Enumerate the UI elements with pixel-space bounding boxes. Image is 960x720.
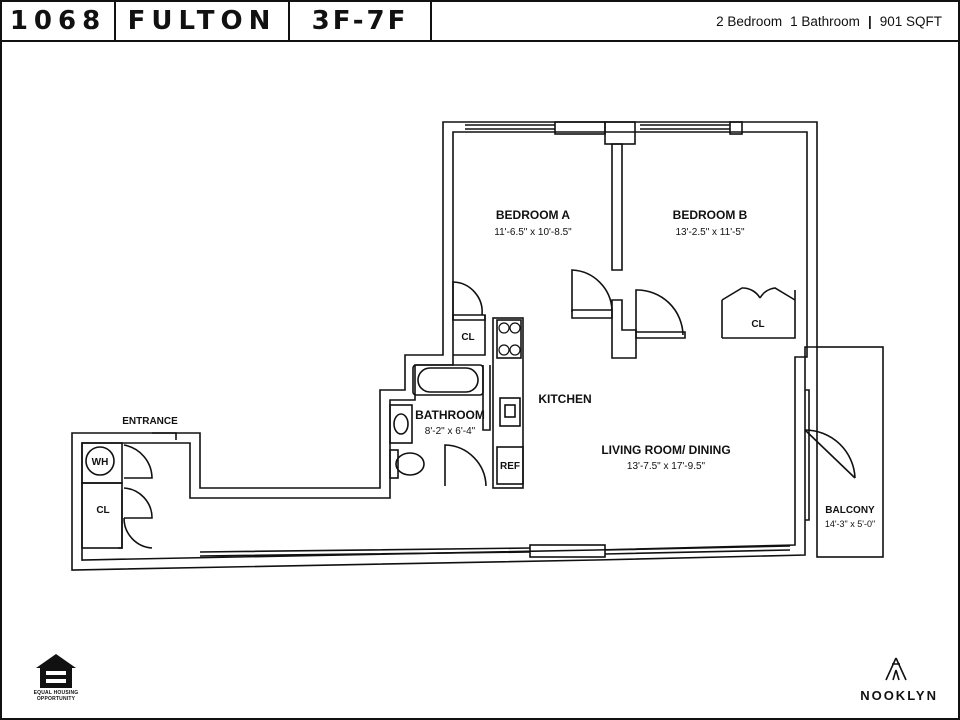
window-bottom-1: [199, 547, 531, 557]
door-entry-closet: [123, 487, 153, 549]
window-top-mid: [640, 124, 730, 130]
kitchen-counter: [492, 317, 524, 489]
label-bathroom: BATHROOM: [415, 408, 485, 422]
label-kitchen: KITCHEN: [538, 392, 591, 406]
unit-area: 901 SQFT: [879, 13, 942, 29]
wall-bedroom-b-bottom: [635, 331, 686, 339]
bathroom-sink: [393, 413, 409, 435]
balcony-window: [805, 389, 810, 521]
water-heater: [85, 446, 115, 476]
label-bedroom-b: BEDROOM B: [673, 208, 748, 222]
range-burners: [498, 322, 521, 356]
equal-housing-icon: [36, 654, 76, 688]
nooklyn-tent-icon: [885, 657, 907, 681]
entry-closet-wall: [118, 490, 123, 549]
dims-bathroom: 8'-2" x 6'-4": [425, 426, 476, 437]
bathtub: [412, 364, 484, 396]
label-closet-entry: CL: [96, 505, 109, 516]
bedroom-count: 2 Bedroom: [716, 13, 783, 29]
label-refrigerator: REF: [500, 461, 520, 472]
door-bedroom-a: [571, 269, 613, 312]
door-bathroom: [444, 444, 487, 487]
door-entry-wh: [123, 444, 153, 479]
street-name: FULTON: [116, 2, 290, 40]
unit-specs: 2 Bedroom 1 Bathroom | 901 SQFT: [716, 2, 958, 40]
brand-name: NOOKLYN: [860, 688, 938, 703]
window-bottom-2: [604, 545, 791, 555]
exterior-wall-inner: [81, 131, 808, 561]
label-closet-bedroom-a: CL: [461, 332, 474, 343]
listing-header: 1068 FULTON 3F-7F 2 Bedroom 1 Bathroom |…: [0, 0, 960, 42]
label-entrance: ENTRANCE: [122, 416, 178, 427]
dims-balcony: 14'-3" x 5'-0": [825, 519, 875, 529]
label-balcony: BALCONY: [825, 505, 875, 516]
door-closet-b: [721, 287, 796, 301]
pillar-top-3: [729, 121, 743, 135]
wall-bathroom-right: [482, 365, 491, 431]
wall-bedroom-divider-lower: [611, 299, 637, 359]
toilet-tank: [389, 449, 399, 479]
toilet-bowl: [395, 452, 425, 476]
equal-housing-text: EQUAL HOUSING OPPORTUNITY: [33, 690, 79, 702]
wall-closet-b: [721, 290, 796, 339]
refrigerator: [496, 446, 524, 485]
spec-separator: |: [867, 13, 872, 29]
bathtub-inner: [417, 367, 479, 393]
label-water-heater: WH: [92, 457, 109, 468]
building-number: 1068: [2, 2, 116, 40]
label-closet-bedroom-b: CL: [751, 319, 764, 330]
dims-bedroom-b: 13'-2.5" x 11'-5": [675, 227, 745, 238]
wall-bedroom-a-bottom: [452, 314, 486, 321]
plan-frame: [0, 40, 960, 720]
door-closet-a: [452, 281, 483, 320]
label-bedroom-a: BEDROOM A: [496, 208, 571, 222]
dims-living-dining: 13'-7.5" x 17'-9.5": [627, 461, 706, 472]
bathroom-count: 1 Bathroom: [790, 13, 860, 29]
pillar-bottom-1: [529, 544, 606, 558]
bathroom-vanity: [389, 404, 413, 444]
window-top-left: [465, 124, 555, 130]
kitchen-range: [496, 319, 522, 359]
wall-closet-a: [453, 315, 486, 356]
label-living-dining: LIVING ROOM/ DINING: [601, 443, 730, 457]
pillar-top-2: [604, 121, 636, 145]
wall-bedroom-divider: [611, 143, 623, 271]
wall-bedroom-a-bottom-2: [571, 309, 613, 319]
balcony-slab: [816, 346, 884, 558]
door-main-entry: [152, 432, 177, 440]
door-bedroom-b: [635, 289, 684, 336]
floor-range: 3F-7F: [290, 2, 432, 40]
kitchen-sink: [499, 397, 521, 427]
dims-bedroom-a: 11'-6.5" x 10'-8.5": [494, 227, 572, 238]
exterior-wall-outer: [71, 121, 818, 571]
door-balcony: [804, 429, 856, 479]
kitchen-sink-basin: [504, 404, 516, 418]
